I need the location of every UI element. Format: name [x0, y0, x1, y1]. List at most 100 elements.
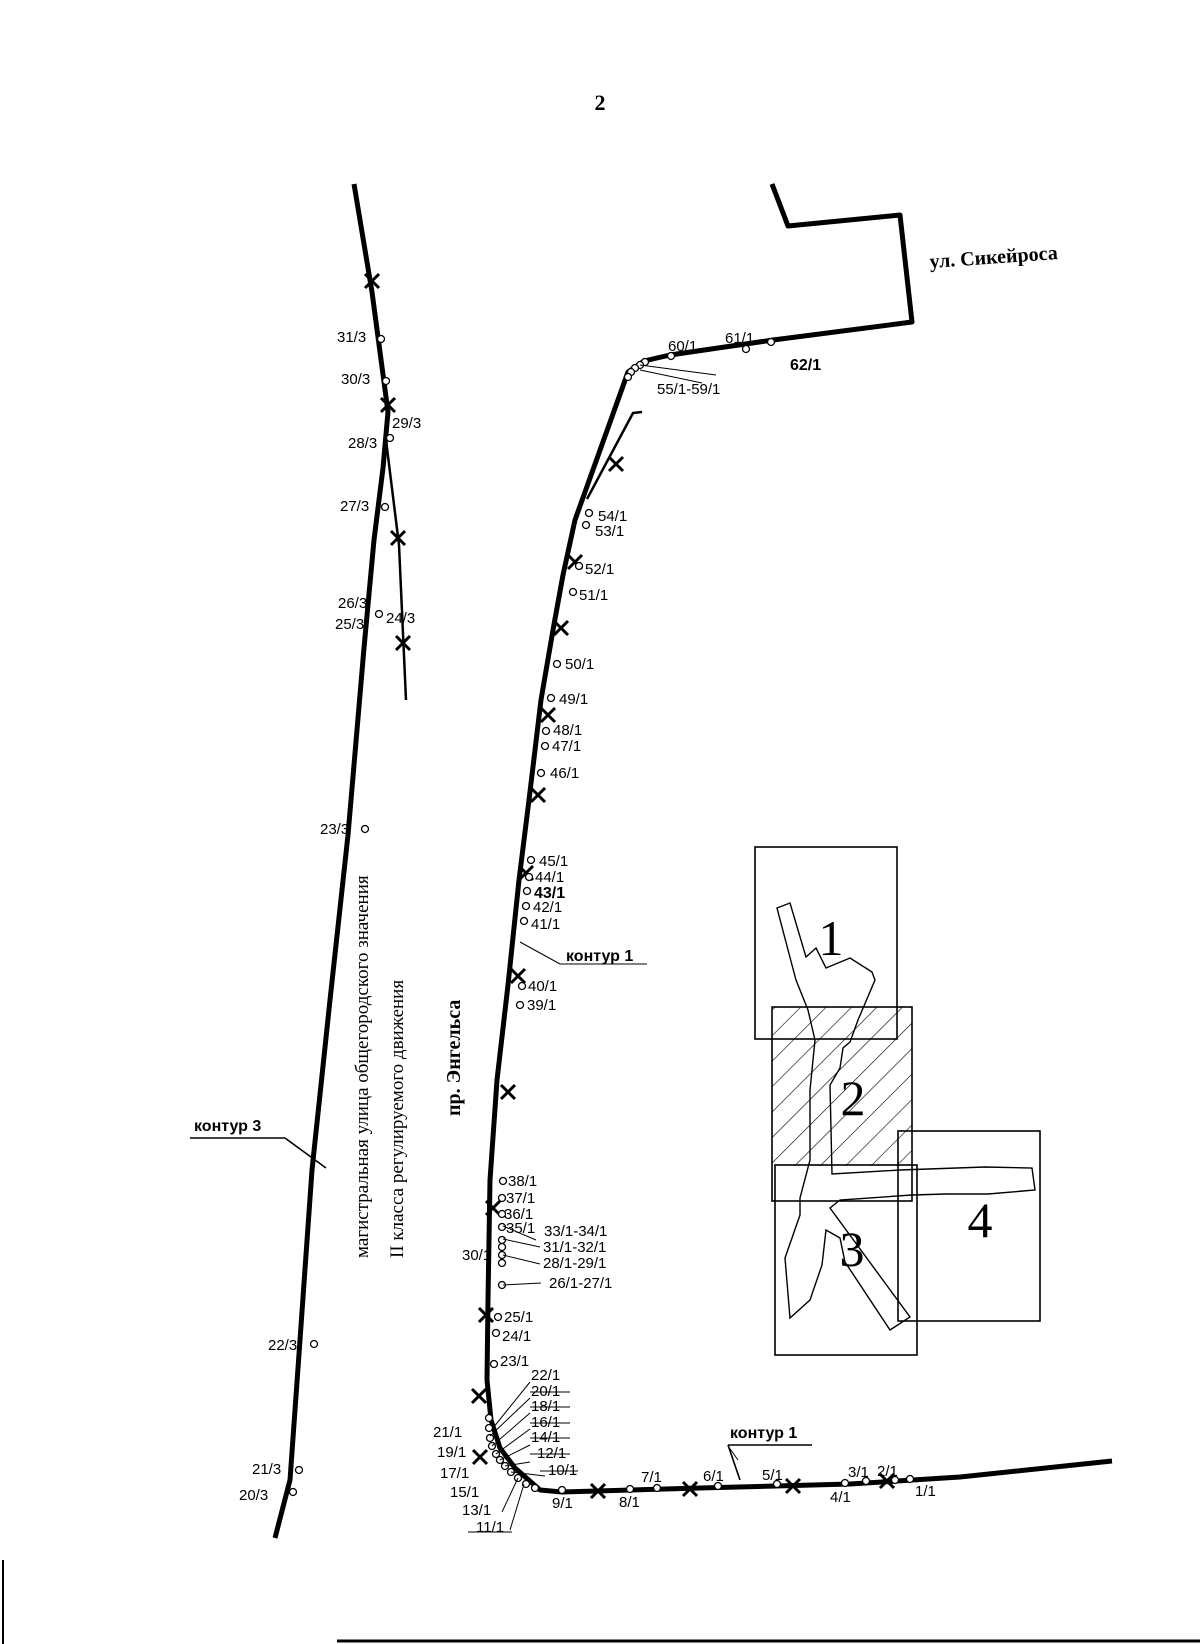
point-label: 30/1: [462, 1247, 491, 1264]
cross-mark: [363, 272, 381, 290]
cross-mark: [529, 786, 547, 804]
point-marker: [623, 372, 633, 382]
point-marker: [652, 1483, 662, 1493]
point-label: 49/1: [559, 691, 588, 708]
point-marker: [713, 1481, 723, 1491]
point-label: 22/1: [531, 1367, 560, 1384]
point-label: 4/1: [830, 1489, 851, 1506]
point-marker: [741, 344, 751, 354]
cross-mark: [379, 396, 397, 414]
point-marker: [294, 1465, 304, 1475]
point-label: 11/1: [476, 1519, 504, 1536]
sheet-2-frame: [771, 1006, 913, 1202]
point-label: 21/1: [433, 1424, 462, 1441]
sheet-1-frame: [754, 846, 898, 1040]
point-marker: [489, 1359, 499, 1369]
cross-mark: [681, 1480, 699, 1498]
point-marker: [515, 1000, 525, 1010]
point-label: 3/1: [848, 1464, 869, 1481]
point-label: 60/1: [668, 338, 697, 355]
point-marker: [360, 824, 370, 834]
street-label-engels-3: пр. Энгельса: [443, 1000, 465, 1116]
point-label: 47/1: [552, 738, 581, 755]
point-label: 22/3: [268, 1337, 297, 1354]
point-label: 30/3: [341, 371, 370, 388]
point-marker: [497, 1235, 507, 1245]
point-label: 55/1-59/1: [657, 381, 720, 398]
point-marker: [526, 855, 536, 865]
point-marker: [766, 337, 776, 347]
point-marker: [485, 1433, 495, 1443]
point-marker: [309, 1339, 319, 1349]
point-marker: [557, 1485, 567, 1495]
point-label: 12/1: [537, 1445, 566, 1462]
point-label: 48/1: [553, 722, 582, 739]
point-marker: [540, 741, 550, 751]
point-label: 19/1: [437, 1444, 466, 1461]
point-label: 62/1: [790, 357, 821, 374]
point-marker: [385, 433, 395, 443]
cross-mark: [539, 706, 557, 724]
point-marker: [381, 376, 391, 386]
point-marker: [493, 1312, 503, 1322]
point-marker: [374, 609, 384, 619]
point-label: 40/1: [528, 978, 557, 995]
cross-mark: [484, 1199, 502, 1217]
cross-mark: [470, 1387, 488, 1405]
point-label: 46/1: [550, 765, 579, 782]
point-label: 36/1: [504, 1206, 533, 1223]
cross-mark: [471, 1448, 489, 1466]
point-label: 20/1: [531, 1383, 560, 1400]
point-marker: [890, 1475, 900, 1485]
street-label-siqueiros: ул. Сикейроса: [929, 242, 1059, 273]
point-marker: [584, 508, 594, 518]
point-marker: [484, 1423, 494, 1433]
point-label: 23/3: [320, 821, 349, 838]
street-label-engels-1: магистральная улица общегородского значе…: [352, 875, 373, 1258]
point-label: 20/3: [239, 1487, 268, 1504]
point-label: 21/3: [252, 1461, 281, 1478]
point-label: 33/1-34/1: [544, 1223, 607, 1240]
point-label: 10/1: [548, 1462, 577, 1479]
point-marker: [497, 1209, 507, 1219]
point-marker: [380, 502, 390, 512]
point-marker: [840, 1478, 850, 1488]
point-label: 42/1: [533, 899, 562, 916]
point-marker: [521, 901, 531, 911]
point-label: 61/1: [725, 330, 754, 347]
page-number: 2: [595, 90, 606, 115]
point-marker: [522, 886, 532, 896]
survey-points: [288, 334, 915, 1497]
point-marker: [497, 1250, 507, 1260]
cross-mark: [552, 619, 570, 637]
point-label: 50/1: [565, 656, 594, 673]
point-marker: [497, 1242, 507, 1252]
point-marker: [861, 1476, 871, 1486]
cross-mark: [589, 1482, 607, 1500]
point-label: 54/1: [598, 508, 627, 525]
point-label: 38/1: [508, 1173, 537, 1190]
point-marker: [517, 981, 527, 991]
cross-mark: [499, 1083, 517, 1101]
point-marker: [546, 693, 556, 703]
point-marker: [552, 659, 562, 669]
point-label: 52/1: [585, 561, 614, 578]
point-label: 2/1: [877, 1463, 898, 1480]
territory-outline: [776, 902, 1036, 1331]
sheet-3-frame: [774, 1164, 918, 1356]
point-label: 18/1: [531, 1398, 560, 1415]
point-label: 28/3: [348, 435, 377, 452]
point-marker: [288, 1487, 298, 1497]
point-marker: [568, 587, 578, 597]
point-label: 13/1: [462, 1502, 491, 1519]
point-label: 8/1: [619, 1494, 640, 1511]
point-label: 5/1: [762, 1467, 783, 1484]
point-label: 45/1: [539, 853, 568, 870]
point-label: 26/3: [338, 595, 367, 612]
point-label: 29/3: [392, 415, 421, 432]
point-marker: [484, 1413, 494, 1423]
hatched-overlap: [772, 1007, 912, 1166]
point-label: 7/1: [641, 1469, 662, 1486]
